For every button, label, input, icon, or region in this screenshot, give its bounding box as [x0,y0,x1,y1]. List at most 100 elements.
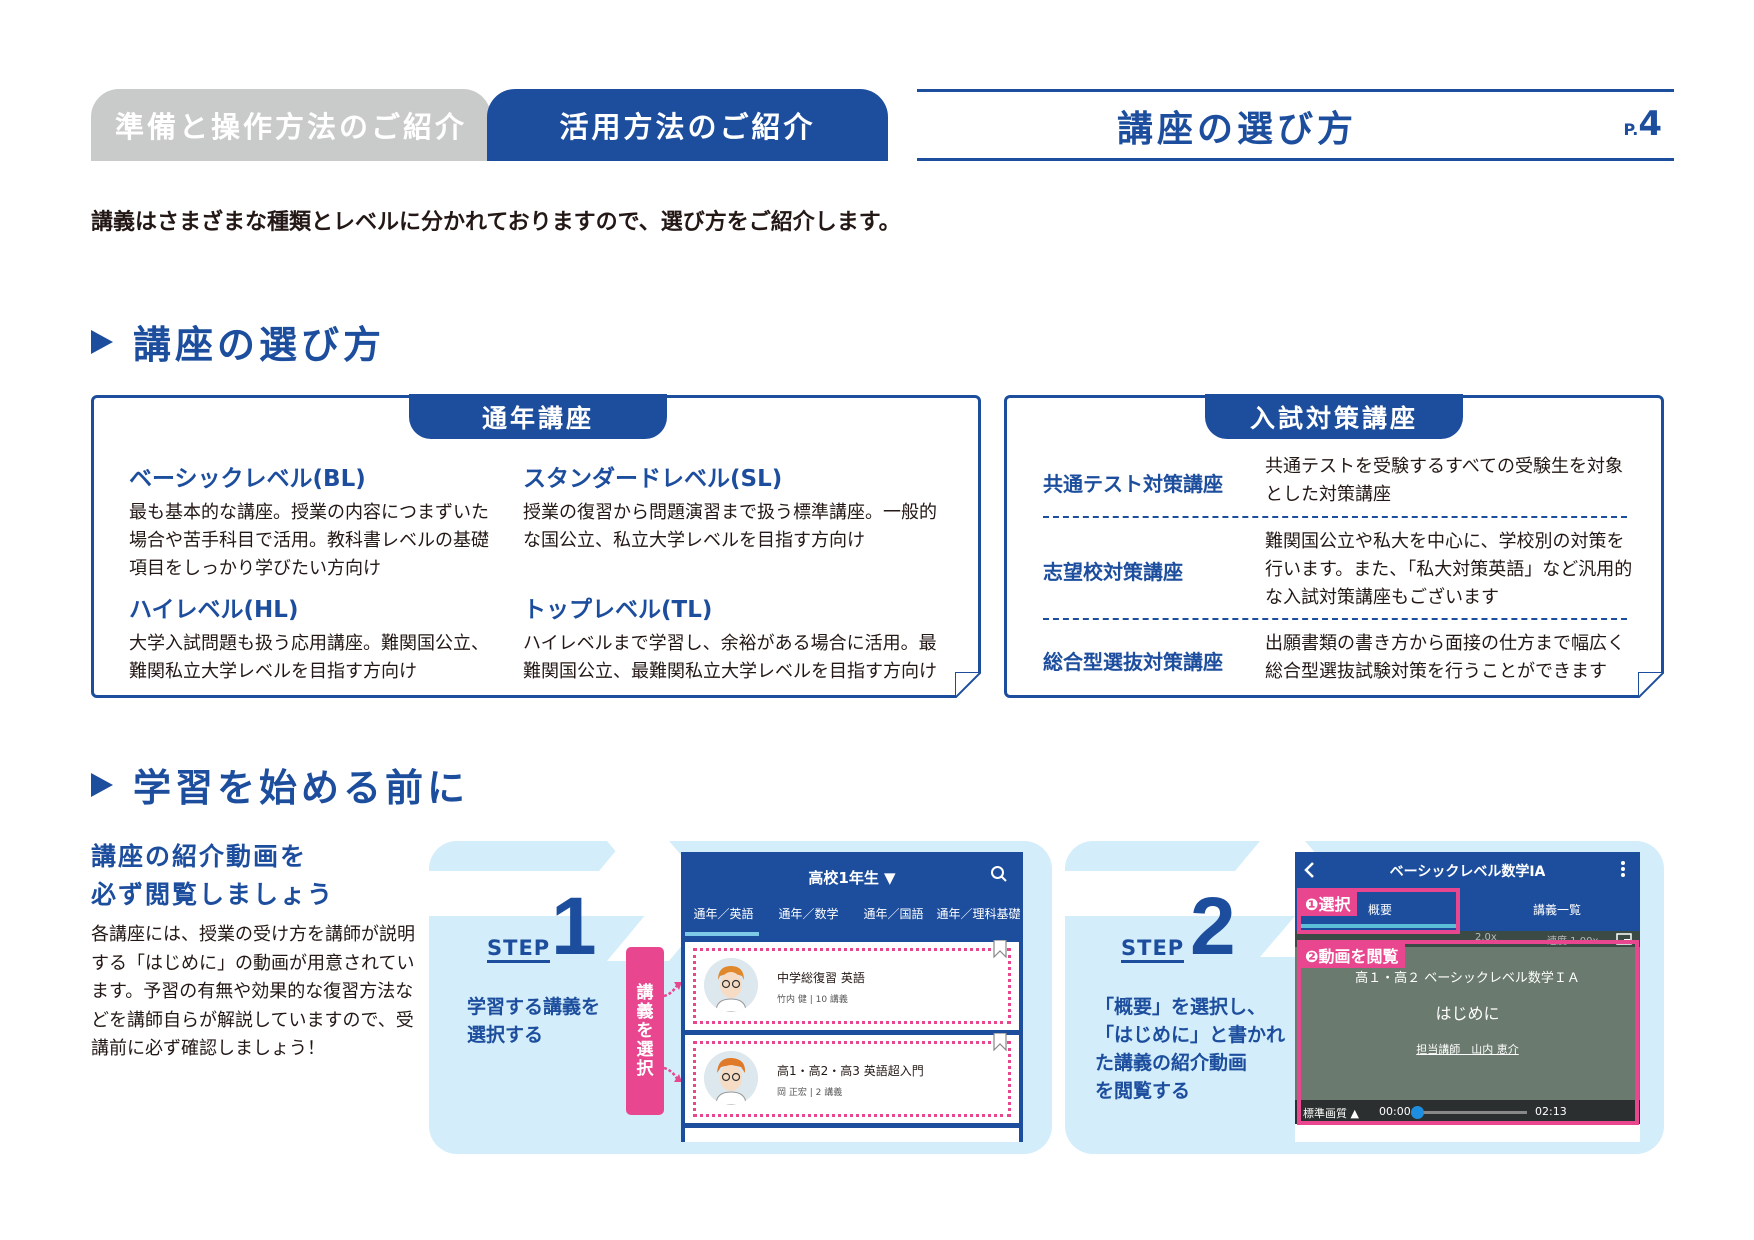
more-menu-icon[interactable] [1620,860,1626,878]
step2-text: 「概要」を選択し、 「はじめに」と書かれ た講義の紹介動画 を閲覧する [1095,993,1285,1105]
video-teacher: 担当講師 山内 恵介 [1416,1043,1519,1056]
step1-arrow-shape-icon [429,841,719,957]
tab-overview[interactable]: 概要 [1368,903,1393,917]
level-title: スタンダードレベル(SL) [523,466,783,492]
tab-lecture-list[interactable]: 講義一覧 [1533,903,1582,917]
lead-body: 各講座には、授業の受け方を講師が説明する「はじめに」の動画が用意されています。予… [91,924,415,1059]
tag-char: 選 [636,1039,654,1060]
tab-science[interactable]: 通年／理科基礎 [936,907,1021,921]
tab-prep[interactable]: 準備と操作方法のご紹介 [91,89,491,161]
page-prefix: P. [1623,120,1639,139]
step2-arrow-shape-icon [1065,841,1355,957]
course-meta: 岡 正宏 | 2 講義 [777,1088,843,1098]
page-fold-icon [1638,672,1664,698]
time-start: 00:00 [1379,1105,1411,1118]
select-label: ❶選択 [1299,890,1357,916]
step1-number: 1 [551,881,597,972]
step2-text-line: た講義の紹介動画 [1095,1052,1248,1074]
level-desc: 授業の復習から問題演習まで扱う標準講座。一般的な国公立、私立大学レベルを目指す方… [523,502,937,551]
exam-course-box: 入試対策講座 共通テスト対策講座 共通テストを受験するすべての受験生を対象とした… [1004,394,1664,698]
level-desc: 最も基本的な講座。授業の内容につまずいた場合や苦手科目で活用。教科書レベルの基礎… [129,502,489,579]
course-meta: 竹内 健 | 10 講義 [777,995,848,1005]
highlight-dotted-border [693,948,1011,1024]
exam-row-desc: 難関国公立や私大を中心に、学校別の対策を行います。また、「私大対策英語」など汎用… [1265,531,1633,608]
tag-char: 講 [636,982,654,1003]
search-icon[interactable] [990,865,1008,883]
app-header: 高校1年生 ▼ 通年／英語 通年／数学 通年／国語 通年／理科基礎 [681,852,1023,937]
watch-label: ❷動画を閲覧 [1299,942,1405,968]
lead-heading: 講座の紹介動画を 必ず閲覧しましょう [91,838,334,914]
regular-course-box: 通年講座 ベーシックレベル(BL) 最も基本的な講座。授業の内容につまずいた場合… [91,394,981,698]
level-standard: スタンダードレベル(SL) 授業の復習から問題演習まで扱う標準講座。一般的な国公… [523,459,953,555]
section-heading-course-selection: 講座の選び方 [91,314,385,369]
tab-math[interactable]: 通年／数学 [778,907,839,921]
tab-japanese[interactable]: 通年／国語 [863,907,924,921]
tag-char: を [636,1020,654,1041]
step2-label: STEP [1121,936,1185,963]
exam-course-tag: 入試対策講座 [1205,394,1463,439]
triangle-bullet-icon [91,772,113,797]
lead-line: 必ず閲覧しましょう [91,880,335,909]
back-chevron-icon[interactable] [1303,861,1315,879]
bookmark-icon[interactable] [993,940,1007,958]
phone-screen-course-list: 高校1年生 ▼ 通年／英語 通年／数学 通年／国語 通年／理科基礎 中学総復習 … [681,852,1023,1142]
page-fold-icon [955,672,981,698]
video-player[interactable]: 高１・高２ ベーシックレベル数学ＩＡ はじめに 担当講師 山内 恵介 [1295,947,1640,1100]
level-title: トップレベル(TL) [523,597,713,623]
exam-row-common-test: 共通テスト対策講座 共通テストを受験するすべての受験生を対象とした対策講座 [1043,453,1627,513]
video-title: はじめに [1435,1004,1500,1023]
tag-char: 義 [636,1001,654,1022]
section-heading-text: 講座の選び方 [133,323,386,367]
page-title: 講座の選び方 [1116,109,1357,150]
regular-course-tag: 通年講座 [409,394,667,439]
step2-number: 2 [1190,881,1236,972]
exam-row-name: 志望校対策講座 [1043,560,1183,584]
triangle-bullet-icon [91,329,113,354]
level-basic: ベーシックレベル(BL) 最も基本的な講座。授業の内容につまずいた場合や苦手科目… [129,459,499,583]
course-card[interactable] [685,1128,1019,1142]
dashed-divider [1043,618,1627,620]
level-desc: 大学入試問題も扱う応用講座。難関国公立、難関私立大学レベルを目指す方向け [129,633,489,682]
exam-row-name: 共通テスト対策講座 [1043,472,1223,496]
level-title: ベーシックレベル(BL) [129,466,366,492]
video-controls: 標準画質 ▲ 00:00 02:13 [1295,1100,1640,1124]
tab-use[interactable]: 活用方法のご紹介 [487,89,888,161]
level-desc: ハイレベルまで学習し、余裕がある場合に活用。最難関国公立、最難関私立大学レベルを… [523,633,937,682]
quality-selector[interactable]: 標準画質 ▲ [1303,1107,1359,1120]
section-heading-before-study: 学習を始める前に [91,757,469,812]
level-top: トップレベル(TL) ハイレベルまで学習し、余裕がある場合に活用。最難関国公立、… [523,590,953,686]
step2-text-line: を閲覧する [1095,1080,1191,1102]
step2-text-line: 「概要」を選択し、 [1095,996,1267,1018]
dashed-divider [1043,516,1627,518]
page-number-value: 4 [1638,104,1662,144]
grade-selector[interactable]: 高校1年生 ▼ [808,869,896,887]
level-high: ハイレベル(HL) 大学入試問題も扱う応用講座。難関国公立、難関私立大学レベルを… [129,590,499,686]
seek-knob[interactable] [1411,1106,1424,1119]
course-title: 高1・高2・高3 英語超入門 [777,1064,924,1078]
active-tab-indicator [1301,924,1457,928]
step1-text: 学習する講義を 選択する [467,993,600,1049]
step2-text-line: 「はじめに」と書かれ [1095,1024,1286,1046]
level-title: ハイレベル(HL) [129,597,299,623]
select-lecture-tag: 講 義 を 選 択 [626,947,664,1115]
bookmark-icon[interactable] [993,1033,1007,1051]
speed-value-a[interactable]: 2.0x [1475,932,1497,943]
watch-highlight-box [1297,940,1639,1125]
course-card[interactable]: 高1・高2・高3 英語超入門 岡 正宏 | 2 講義 [685,1033,1019,1123]
time-end: 02:13 [1535,1105,1567,1118]
app-header: ベーシックレベル数学IA [1295,852,1640,887]
tab-english[interactable]: 通年／英語 [693,907,754,921]
teacher-avatar-icon [704,1051,758,1105]
course-card[interactable]: 中学総復習 英語 竹内 健 | 10 講義 [685,940,1019,1030]
exam-row-desc: 共通テストを受験するすべての受験生を対象とした対策講座 [1265,456,1624,505]
exam-row-name: 総合型選抜対策講座 [1043,650,1223,674]
tag-char: 択 [636,1058,654,1079]
seek-bar[interactable] [1411,1106,1527,1119]
exam-row-target-school: 志望校対策講座 難関国公立や私大を中心に、学校別の対策を行います。また、「私大対… [1043,528,1632,616]
video-course-name: 高１・高２ ベーシックレベル数学ＩＡ [1355,971,1580,986]
pink-arrows-icon [663,982,682,1082]
intro-text: 講義はさまざまな種類とレベルに分かれておりますので、選び方をご紹介します。 [91,210,901,235]
step1-text-line: 学習する講義を [467,996,601,1018]
active-tab-indicator [685,932,759,936]
step1-text-line: 選択する [467,1024,544,1046]
